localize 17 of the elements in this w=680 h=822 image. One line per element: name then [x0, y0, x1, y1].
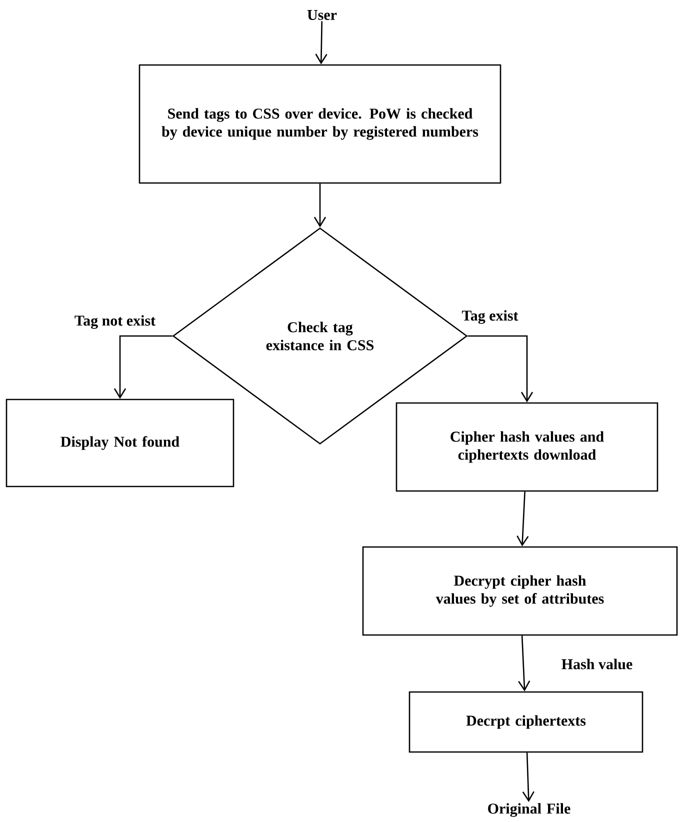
edge-label: Tag exist: [460, 309, 520, 325]
terminal-text: Original File: [488, 803, 570, 817]
arrow: [522, 752, 534, 802]
arrow: [315, 21, 328, 64]
edge-label: Tag not exist: [73, 314, 157, 330]
process-box: Cipher hash values and ciphertexts download: [396, 402, 658, 492]
edge-label: Hash value: [560, 658, 634, 670]
arrow: [114, 335, 172, 399]
terminal-text: User: [307, 10, 337, 20]
process-box: Send tags to CSS over device. PoW is checked by device unique number by registered numbers: [138, 64, 502, 184]
arrow: [516, 492, 529, 546]
process-box: Decrypt cipher hash values by set of attributes: [362, 546, 678, 636]
arrow: [314, 184, 326, 228]
process-box: Display Not found: [6, 398, 234, 488]
arrow: [518, 636, 530, 692]
arrow: [468, 335, 534, 402]
process-box: Decrpt ciphertexts: [408, 691, 644, 753]
